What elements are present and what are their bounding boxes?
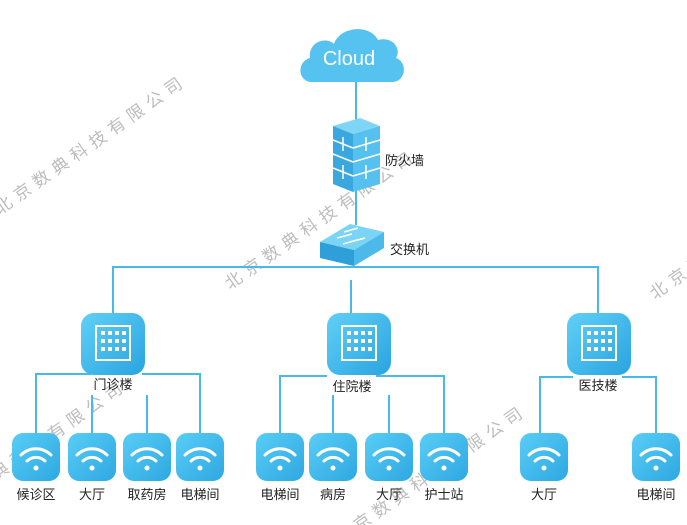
- access-points: 候诊区大厅取药房电梯间电梯间病房大厅护士站大厅电梯间: [12, 433, 680, 503]
- access-point-label: 大厅: [79, 488, 105, 503]
- wifi-icon: [372, 447, 406, 471]
- building-label: 住院楼: [332, 380, 371, 395]
- wifi-icon: [183, 447, 217, 471]
- access-point-label: 电梯间: [260, 488, 299, 503]
- access-point-label: 大厅: [376, 488, 402, 503]
- access-point-node[interactable]: 大厅: [68, 433, 116, 503]
- access-point-label: 大厅: [531, 488, 557, 503]
- access-point-node[interactable]: 电梯间: [256, 433, 304, 503]
- wifi-icon: [639, 447, 673, 471]
- switch-node[interactable]: 交换机: [320, 224, 429, 266]
- access-point-node[interactable]: 病房: [309, 433, 357, 503]
- watermark-3: 北京数典科技有限公司: [646, 156, 687, 304]
- cloud-label: Cloud: [323, 48, 375, 70]
- access-point-label: 候诊区: [16, 488, 55, 503]
- switch-label: 交换机: [390, 242, 429, 258]
- connection-lines: [35, 80, 657, 437]
- access-point-node[interactable]: 候诊区: [12, 433, 60, 503]
- access-point-label: 取药房: [127, 487, 166, 503]
- access-point-node[interactable]: 取药房: [123, 433, 171, 503]
- building-icon: [567, 313, 631, 375]
- firewall-label: 防火墙: [385, 153, 424, 169]
- wifi-icon: [316, 447, 350, 471]
- wifi-icon: [130, 447, 164, 471]
- building-label: 门诊楼: [93, 378, 132, 393]
- building-node-1[interactable]: 门诊楼: [81, 313, 145, 393]
- access-point-node[interactable]: 护士站: [420, 433, 468, 503]
- switch-icon: [320, 224, 384, 266]
- access-point-label: 病房: [320, 487, 346, 503]
- cloud-node[interactable]: Cloud: [300, 29, 404, 82]
- building-node-2[interactable]: 住院楼: [327, 313, 391, 395]
- access-point-label: 护士站: [424, 488, 463, 503]
- access-point-node[interactable]: 电梯间: [632, 433, 680, 503]
- wifi-icon: [19, 447, 53, 471]
- building-icon: [327, 313, 391, 375]
- wifi-icon: [527, 447, 561, 471]
- access-point-node[interactable]: 电梯间: [176, 433, 224, 503]
- firewall-node[interactable]: 防火墙: [332, 118, 424, 192]
- watermark-1: 北京数典科技有限公司: [0, 71, 191, 219]
- firewall-icon: [332, 118, 381, 192]
- building-icon: [81, 313, 145, 375]
- access-point-node[interactable]: 大厅: [365, 433, 413, 503]
- cloud-icon: [300, 29, 404, 82]
- access-point-label: 电梯间: [180, 488, 219, 503]
- access-point-node[interactable]: 大厅: [520, 433, 568, 503]
- access-point-label: 电梯间: [636, 488, 675, 503]
- wifi-icon: [427, 447, 461, 471]
- wifi-icon: [263, 447, 297, 471]
- wifi-icon: [75, 447, 109, 471]
- building-node-3[interactable]: 医技楼: [567, 313, 631, 394]
- building-label: 医技楼: [578, 379, 617, 394]
